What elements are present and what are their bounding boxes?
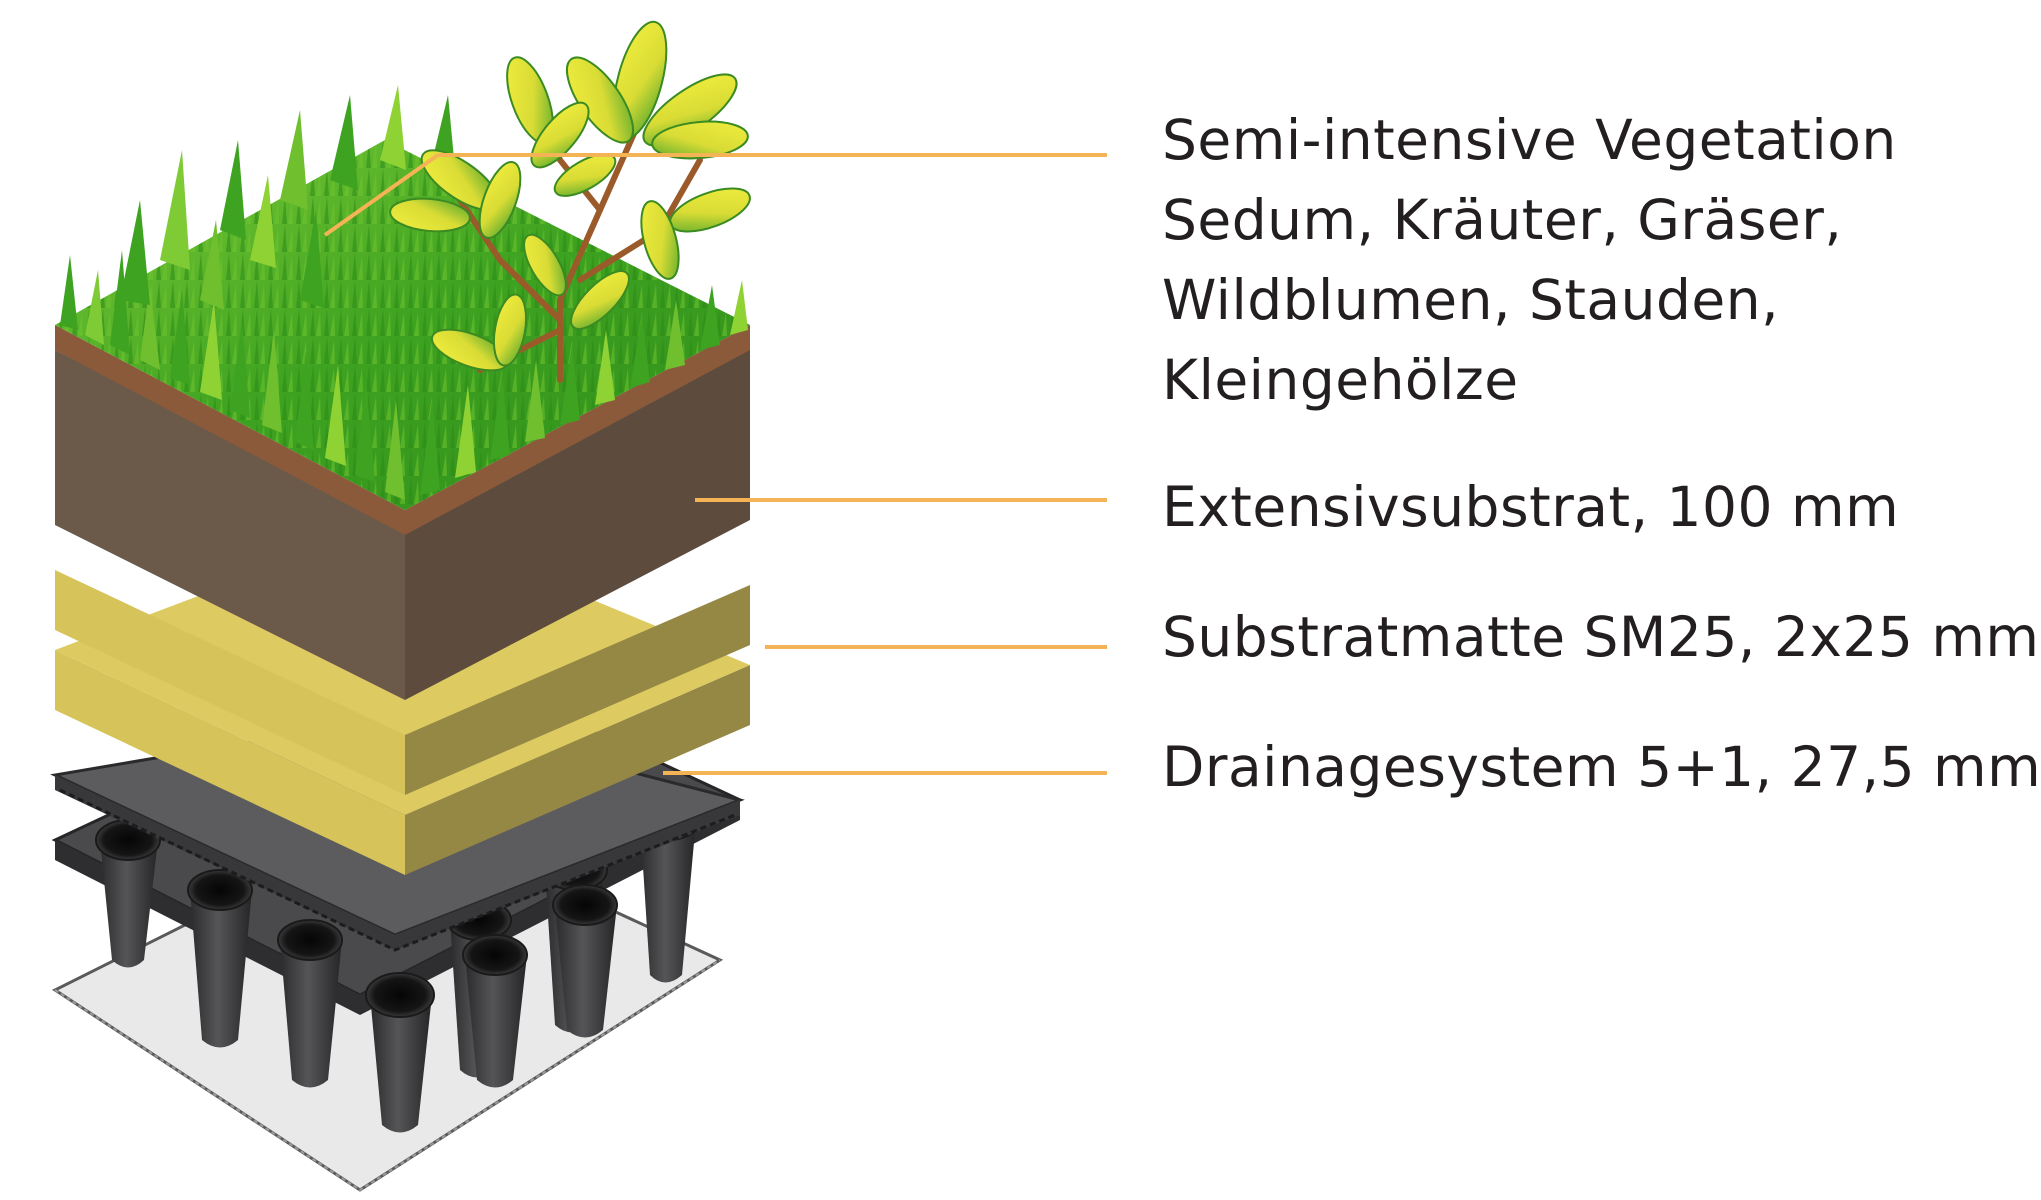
substrate-layer-icon <box>55 325 750 700</box>
leader-line-vegetation <box>323 153 440 237</box>
drainage-label-text: Drainagesystem 5+1, 27,5 mm <box>1162 735 2041 799</box>
leader-lines <box>323 153 1107 775</box>
substrate-label: Extensivsubstrat, 100 mm <box>1162 467 1899 547</box>
vegetation-label-line-4: Kleingehölze <box>1162 348 1519 412</box>
green-roof-layer-diagram: Semi-intensive Vegetation Sedum, Kräuter… <box>50 20 2041 1192</box>
vegetation-label: Semi-intensive Vegetation Sedum, Kräuter… <box>1162 100 1897 420</box>
vegetation-label-line-3: Wildblumen, Stauden, <box>1162 268 1780 332</box>
layer-illustration <box>50 20 1107 1192</box>
substrate-mat-label: Substratmatte SM25, 2x25 mm <box>1162 597 2040 677</box>
vegetation-label-line-1: Semi-intensive Vegetation <box>1162 108 1897 172</box>
vegetation-label-line-2: Sedum, Kräuter, Gräser, <box>1162 188 1843 252</box>
drainage-label: Drainagesystem 5+1, 27,5 mm <box>1162 727 2041 807</box>
substrate-mat-label-text: Substratmatte SM25, 2x25 mm <box>1162 605 2040 669</box>
substrate-label-text: Extensivsubstrat, 100 mm <box>1162 475 1900 539</box>
grass-and-shrub-icon <box>55 20 751 510</box>
